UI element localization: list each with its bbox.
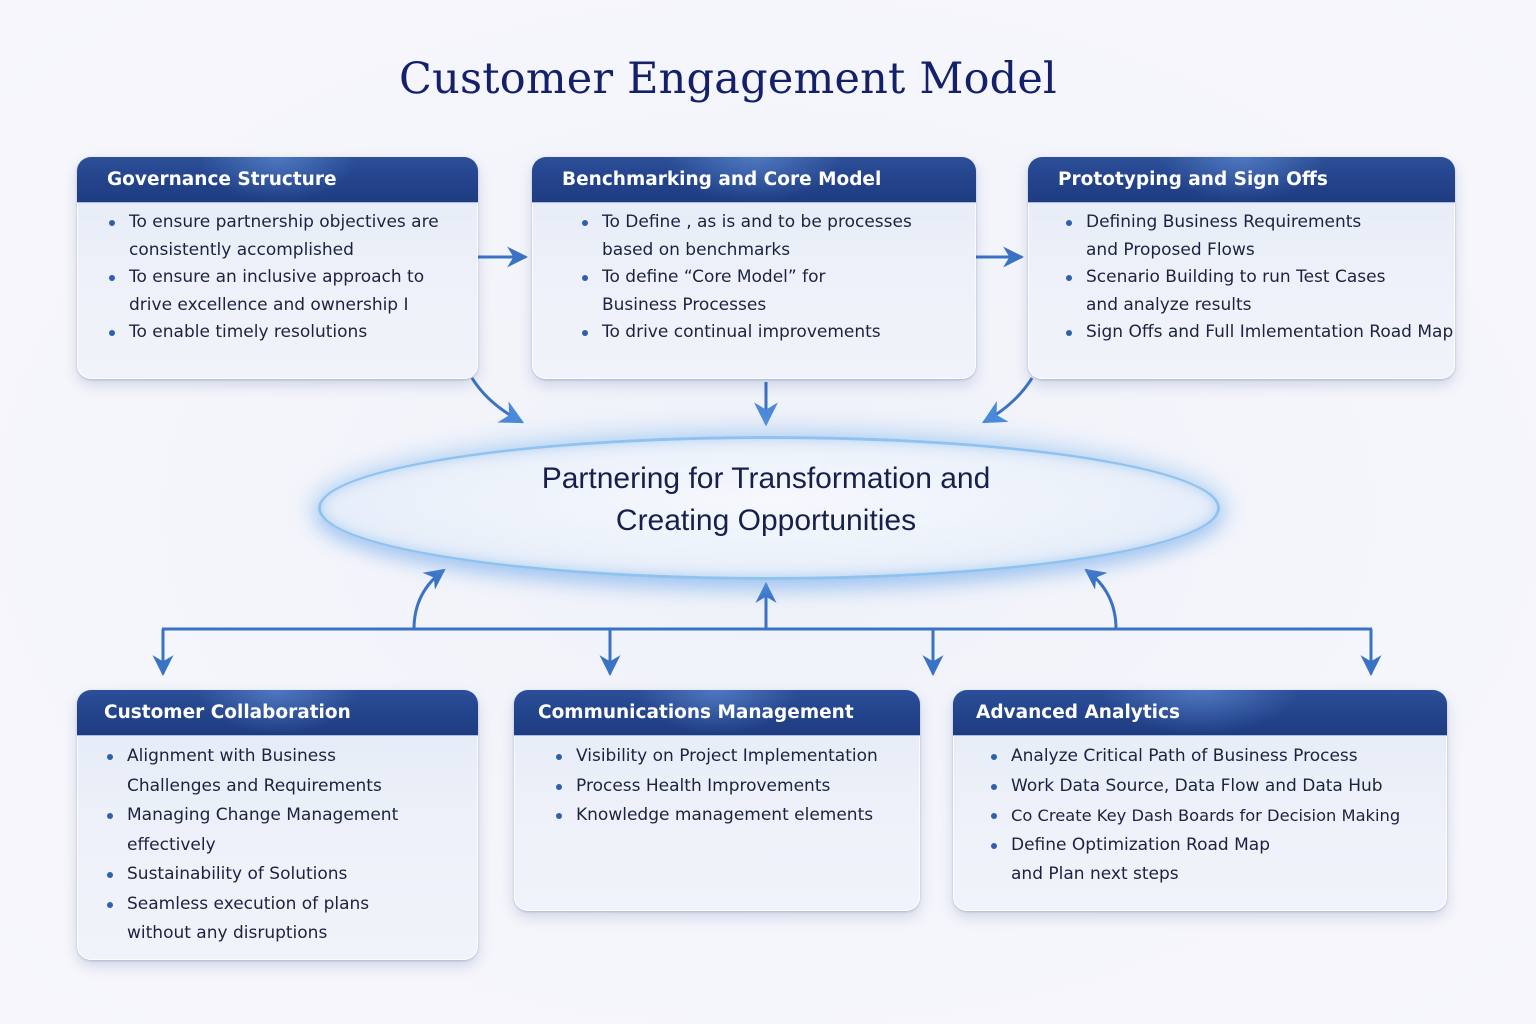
bullet-list: Alignment with Business Challenges and R… [77,736,478,949]
list-item: Visibility on Project Implementation [554,742,904,772]
list-item: Knowledge management elements [554,801,904,831]
list-item: Process Health Improvements [554,772,904,802]
arrow-prototyping-to-center [981,377,1034,424]
list-item: Co Create Key Dash Boards for Decision M… [989,801,1431,831]
card-advanced-analytics: Advanced Analytics Analyze Critical Path… [953,690,1447,911]
card-governance-structure: Governance Structure To ensure partnersh… [77,157,478,379]
list-item: To define “Core Model” for Business Proc… [580,264,862,319]
diagram-title: Customer Engagement Model [399,54,1057,104]
bullet-list: To ensure partnership objectives are con… [77,203,478,347]
card-benchmarking-core-model: Benchmarking and Core Model To Define , … [532,157,976,379]
center-statement: Partnering for Transformation and Creati… [318,458,1214,542]
card-header: Prototyping and Sign Offs [1028,157,1455,203]
list-item: To ensure an inclusive approach to drive… [107,264,449,319]
center-line-1: Partnering for Transformation and [541,462,991,495]
list-item: Sign Offs and Full Imlementation Road Ma… [1064,319,1455,347]
list-item: Analyze Critical Path of Business Proces… [989,742,1431,772]
card-header: Communications Management [514,690,920,736]
card-header: Customer Collaboration [77,690,478,736]
list-item: To ensure partnership objectives are con… [107,209,439,264]
bullet-list: Visibility on Project Implementation Pro… [514,736,920,831]
card-header: Advanced Analytics [953,690,1447,736]
list-item: Work Data Source, Data Flow and Data Hub [989,772,1431,802]
list-item: To enable timely resolutions [107,319,462,347]
list-item: To Define , as is and to be processes ba… [580,209,922,264]
bullet-list: Defining Business Requirements and Propo… [1028,203,1455,347]
card-header: Governance Structure [77,157,478,203]
card-header: Benchmarking and Core Model [532,157,976,203]
card-customer-collaboration: Customer Collaboration Alignment with Bu… [77,690,478,960]
list-item: To drive continual improvements [580,319,960,347]
bullet-list: Analyze Critical Path of Business Proces… [953,736,1447,890]
list-item: Define Optimization Road Map and Plan ne… [989,831,1301,890]
list-item: Alignment with Business Challenges and R… [105,742,407,801]
list-item: Defining Business Requirements and Propo… [1064,209,1396,264]
list-item: Seamless execution of plans without any … [105,890,397,949]
list-item: Scenario Building to run Test Cases and … [1064,264,1416,319]
card-prototyping-sign-offs: Prototyping and Sign Offs Defining Busin… [1028,157,1455,379]
card-communications-management: Communications Management Visibility on … [514,690,920,911]
bullet-list: To Define , as is and to be processes ba… [532,203,976,347]
list-item: Sustainability of Solutions [105,860,462,890]
arrow-bar-to-center-right [1084,568,1118,630]
arrow-bar-to-center-left [412,568,446,630]
center-line-2: Creating Opportunities [615,504,917,537]
arrow-governance-to-center [470,377,525,424]
list-item: Managing Change Management effectively [105,801,427,860]
center-ellipse [318,436,1220,580]
